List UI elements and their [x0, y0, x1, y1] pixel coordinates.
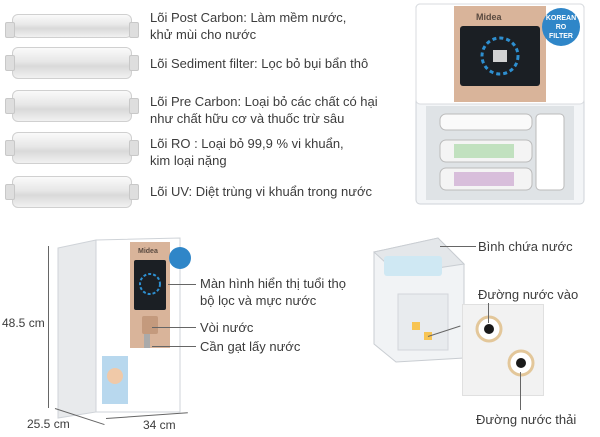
inlet-label: Đường nước vào [478, 287, 579, 302]
filter-label: khử mùi cho nước [150, 27, 257, 42]
machine-front-view: Midea [52, 236, 202, 426]
depth-dimension: 25.5 cm [27, 417, 70, 431]
brand-logo: Midea [138, 248, 158, 255]
lever-label: Cần gạt lấy nước [200, 339, 301, 354]
filter-label: Lõi UV: Diệt trùng vi khuẩn trong nước [150, 184, 372, 199]
display-label: Màn hình hiển thị tuổi thọ [200, 276, 346, 291]
badge-text: KOREAN [545, 15, 577, 22]
filter-label: Lõi RO : Loại bỏ 99,9 % vi khuẩn, [150, 136, 344, 151]
filter-cartridge-image [5, 176, 139, 208]
brand-logo: Midea [476, 12, 502, 22]
height-dimension-line [48, 246, 49, 408]
outlet-label: Đường nước thải [476, 412, 577, 427]
callout-line [152, 346, 196, 347]
filter-cartridge-image [5, 47, 139, 79]
tank-label: Bình chứa nước [478, 239, 573, 254]
callout-line [440, 246, 476, 247]
machine-open-view: Midea KOREAN RO FILTER [414, 2, 586, 208]
callout-line [488, 303, 489, 323]
filter-cartridge-image [5, 132, 139, 164]
machine-back-view [368, 234, 468, 364]
filter-label: Lõi Post Carbon: Làm mềm nước, [150, 10, 347, 25]
width-dimension: 34 cm [143, 418, 176, 432]
filter-cartridge-image [5, 90, 139, 122]
callout-line [520, 372, 521, 410]
callout-line [168, 284, 196, 285]
badge-text: RO [555, 24, 567, 31]
display-label: bộ lọc và mực nước [200, 293, 317, 308]
filter-cartridge-image [5, 14, 139, 38]
height-dimension: 48.5 cm [2, 316, 45, 330]
filter-label: Lõi Sediment filter: Lọc bỏ bụi bẩn thô [150, 56, 369, 71]
faucet-label: Vòi nước [200, 320, 254, 335]
filter-label: như chất hữu cơ và thuốc trừ sâu [150, 111, 345, 126]
connector-detail [462, 304, 544, 396]
filter-label: kim loại nặng [150, 153, 227, 168]
badge-text: FILTER [549, 33, 573, 40]
filter-label: Lõi Pre Carbon: Loại bỏ các chất có hại [150, 94, 378, 109]
callout-line [152, 327, 196, 328]
korean-ro-filter-badge: KOREAN RO FILTER [542, 8, 580, 46]
